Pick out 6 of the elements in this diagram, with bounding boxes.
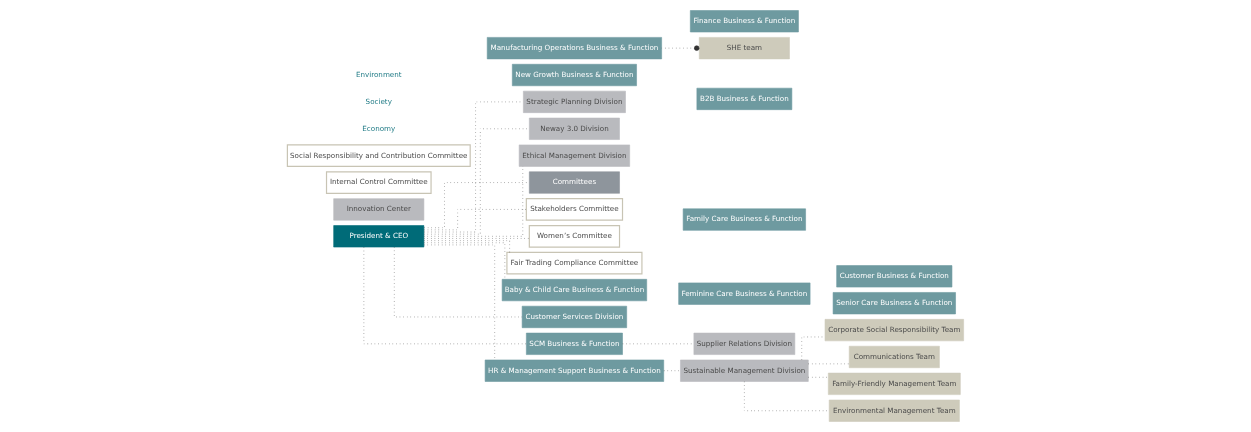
connector bbox=[423, 101, 524, 233]
connector bbox=[363, 246, 527, 345]
connector bbox=[423, 240, 510, 253]
connector bbox=[423, 209, 527, 231]
connector bbox=[423, 242, 506, 280]
connector bbox=[423, 238, 530, 239]
